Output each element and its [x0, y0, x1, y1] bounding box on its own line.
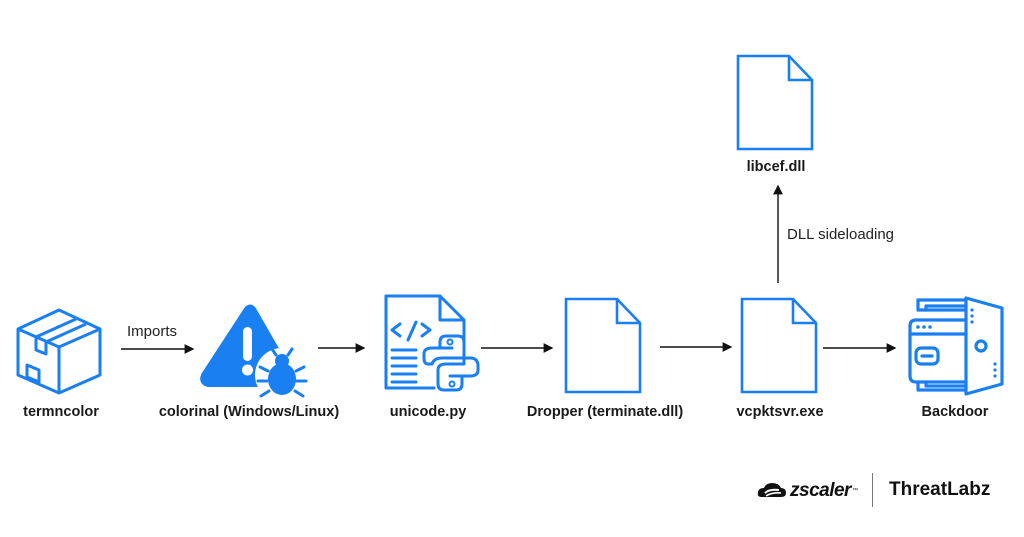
warning-bug-icon — [200, 304, 309, 402]
node-label-termncolor: termncolor — [23, 404, 99, 420]
package-box-icon — [16, 308, 102, 395]
node-label-vcpktsvr: vcpktsvr.exe — [736, 404, 824, 420]
node-label-libcef: libcef.dll — [746, 159, 806, 175]
node-label-colorinal: colorinal (Windows/Linux) — [158, 404, 340, 420]
trademark-symbol: ™ — [851, 488, 858, 494]
edge-label-imports: Imports — [127, 323, 178, 340]
edge-label-dll-sideloading: DLL sideloading — [787, 226, 895, 243]
node-label-unicode: unicode.py — [389, 404, 467, 420]
logo-divider — [872, 473, 873, 507]
file-icon — [564, 297, 642, 394]
node-label-dropper: Dropper (terminate.dll) — [526, 404, 684, 420]
zscaler-cloud-icon — [757, 483, 786, 497]
threatlabz-wordmark: ThreatLabz — [889, 479, 991, 500]
file-icon — [736, 54, 814, 151]
node-label-backdoor: Backdoor — [921, 404, 989, 420]
python-code-file-icon — [384, 294, 480, 392]
file-icon — [740, 297, 818, 394]
backdoor-icon — [908, 296, 1004, 396]
zscaler-wordmark: zscaler — [790, 480, 851, 501]
